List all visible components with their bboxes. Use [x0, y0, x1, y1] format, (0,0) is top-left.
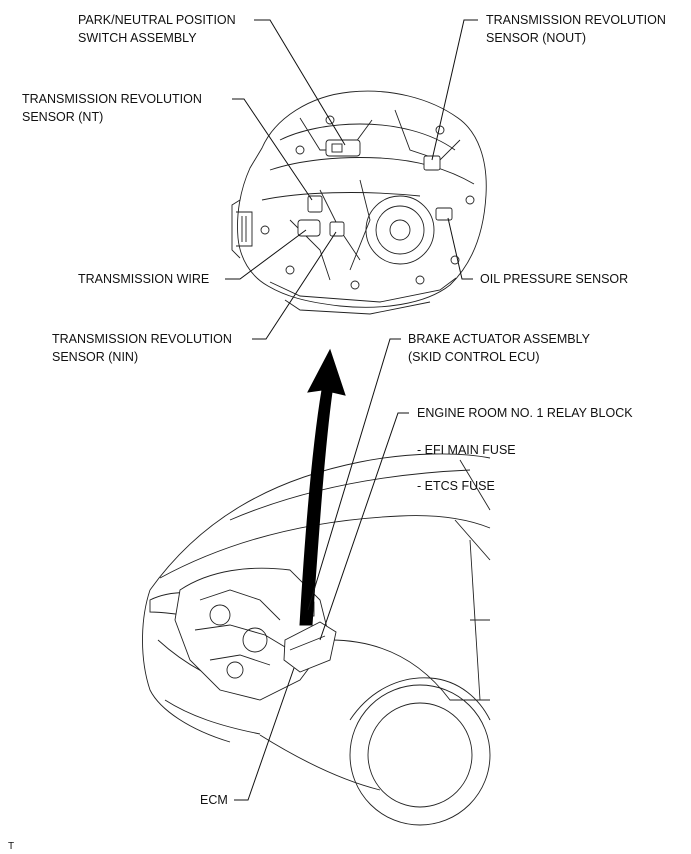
corner-mark: T [8, 841, 14, 852]
label-nin-line1: TRANSMISSION REVOLUTION [52, 332, 232, 346]
label-nout-line1: TRANSMISSION REVOLUTION [486, 13, 666, 27]
label-nin-line2: SENSOR (NIN) [52, 350, 138, 364]
label-transmission-wire: TRANSMISSION WIRE [78, 272, 209, 286]
label-relay-block: ENGINE ROOM NO. 1 RELAY BLOCK [417, 406, 633, 420]
label-etcs-fuse: - ETCS FUSE [417, 479, 495, 493]
label-nt-line1: TRANSMISSION REVOLUTION [22, 92, 202, 106]
label-brake-actuator-line1: BRAKE ACTUATOR ASSEMBLY [408, 332, 591, 346]
callout-labels: PARK/NEUTRAL POSITION SWITCH ASSEMBLY TR… [8, 13, 666, 852]
label-brake-actuator-line2: (SKID CONTROL ECU) [408, 350, 540, 364]
direction-arrow [299, 348, 346, 626]
label-oil-pressure-sensor: OIL PRESSURE SENSOR [480, 272, 628, 286]
leader-lines [225, 19, 478, 801]
label-park-neutral-line1: PARK/NEUTRAL POSITION [78, 13, 236, 27]
vehicle-illustration [142, 453, 491, 826]
label-ecm: ECM [200, 793, 228, 807]
label-nt-line2: SENSOR (NT) [22, 110, 103, 124]
transmission-illustration [231, 90, 487, 315]
label-efi-main-fuse: - EFI MAIN FUSE [417, 443, 516, 457]
label-park-neutral-line2: SWITCH ASSEMBLY [78, 31, 197, 45]
label-nout-line2: SENSOR (NOUT) [486, 31, 586, 45]
